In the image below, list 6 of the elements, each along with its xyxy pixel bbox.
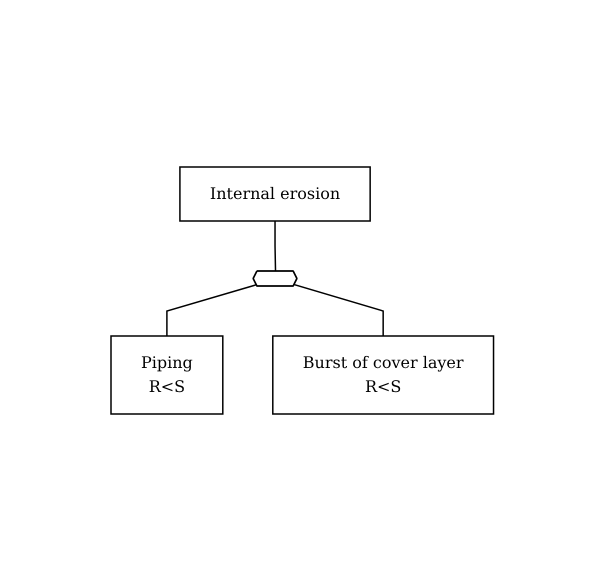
node-box: Piping R<S: [110, 335, 224, 415]
node-box: Internal erosion: [179, 166, 372, 222]
connector: [166, 284, 257, 336]
connector: [294, 284, 384, 336]
node-box: Burst of cover layer R<S: [272, 335, 495, 415]
connector: [274, 221, 277, 272]
